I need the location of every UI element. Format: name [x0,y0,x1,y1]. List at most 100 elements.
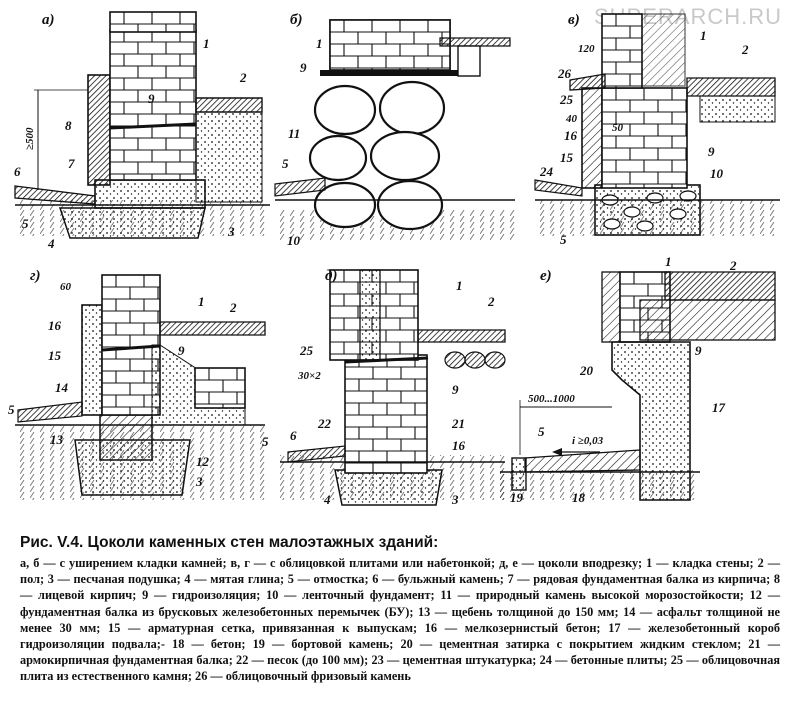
floor-b [439,37,511,47]
panel-label-b: б) [290,12,302,28]
brick-wall-b [329,19,451,71]
stones-b [308,80,446,231]
paving-b [274,177,326,197]
cladding-g [81,304,103,416]
rubble-stone [636,220,654,232]
brick-wall-upper-v [601,13,643,89]
callout-number: 15 [48,348,62,363]
dim-label-e: 500...1000 [528,393,575,405]
brick-wall-v [601,87,688,189]
foundation-beam-g [99,414,153,461]
dim-label-a: ≥500 [24,127,36,150]
figure-caption: Рис. V.4. Цоколи каменных стен малоэтажн… [20,534,780,685]
curb-stone-e [511,457,527,491]
cladding-e [601,271,621,343]
floor-slab-v [699,95,776,123]
callout-number: 9 [695,343,702,358]
callout-number: 12 [196,454,210,469]
callout-number: 25 [299,343,314,358]
brick-outline [329,19,451,71]
callout-number: 5 [282,156,289,171]
callout-number: 16 [48,318,62,333]
brick-outline [601,13,643,89]
floor-joists-d [444,351,506,369]
panel-label-e: е) [540,268,552,284]
callout-number: 5 [262,434,269,449]
panel-label-d: д) [325,268,337,284]
callout-number: 24 [539,164,554,179]
joist-section [444,351,466,369]
sand-cushion-d [334,469,443,506]
callout-number: 3 [451,492,459,507]
dim-label-d: 30×2 [297,370,321,382]
brick-pier-g [194,367,246,409]
natural-stone [376,179,444,231]
floor-slab-e [639,299,776,341]
callout-number: 2 [229,300,237,315]
rubble-stone [623,206,641,218]
natural-stone [378,80,446,136]
facing-slab-d [359,269,381,361]
callout-number: 1 [198,294,205,309]
callout-number: 9 [708,144,715,159]
brick-wall-g [101,274,161,416]
brick-wall-d [344,354,428,474]
floor-beam-b [457,45,481,77]
asphalt-g [17,401,83,423]
callout-number: 9 [300,60,307,75]
callout-number: 1 [456,278,463,293]
callout-number: 15 [560,150,574,165]
floor-g [159,321,266,336]
callout-number: 8 [65,118,72,133]
callout-number: 9 [178,343,185,358]
rubble-stone [646,192,664,204]
dim-label-g: 60 [60,281,72,293]
face-brick-a [87,74,111,186]
callout-number: 18 [572,490,586,505]
caption-title: Рис. V.4. Цоколи каменных стен малоэтажн… [20,534,439,551]
callout-number: 1 [665,254,672,269]
panel-label-a: а) [42,12,55,28]
rc-box-e [611,341,691,501]
floor-a [195,97,263,113]
callout-number: 11 [288,126,300,141]
callout-number: 9 [148,91,155,106]
callout-number: 13 [50,432,64,447]
callout-number: 25 [559,92,574,107]
callout-number: 3 [227,224,235,239]
frieze-stone-v [569,73,606,91]
waterproofing-g [101,344,161,352]
callout-number: 2 [741,42,749,57]
dim-label-v2: 40 [565,113,578,125]
slope-arrowhead-e [552,448,562,456]
rubble-stone [669,208,687,220]
callout-number: 2 [239,70,247,85]
callout-number: 9 [452,382,459,397]
waterproofing-d [344,356,429,364]
callout-number: 2 [487,294,495,309]
callout-number: 5 [22,216,29,231]
callout-number: 5 [560,232,567,247]
brick-wall-a [109,29,197,181]
foundation-beam-a [94,179,206,209]
callout-number: 5 [8,402,15,417]
callout-number: 10 [710,166,724,181]
callout-number: 22 [317,416,332,431]
waterproofing-b [320,70,458,76]
paving-d [287,445,346,463]
callout-number: 2 [729,258,737,273]
callout-number: 4 [323,492,331,507]
callout-number: 5 [538,424,545,439]
callout-number: 1 [203,36,210,51]
callout-number: 6 [14,164,21,179]
